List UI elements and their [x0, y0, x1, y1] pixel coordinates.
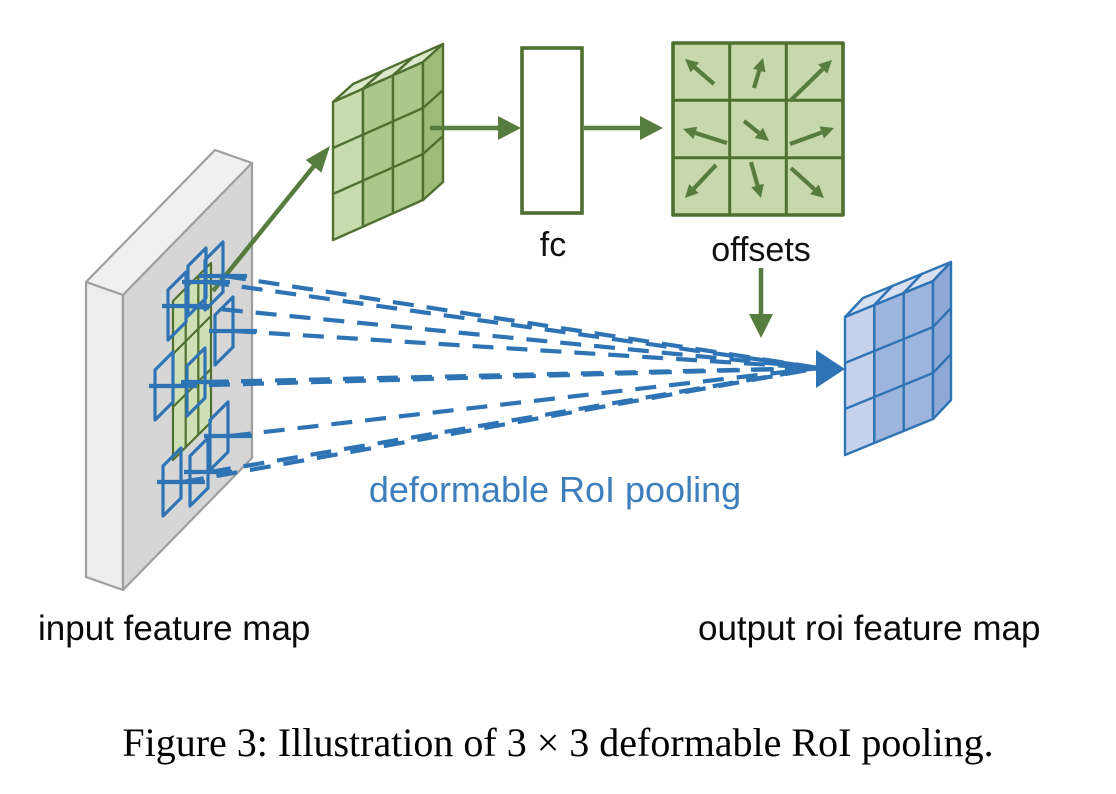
pooling-dashed-line [229, 365, 820, 439]
input-feature-map-slab [84, 148, 254, 592]
fc-to-offsets-arrow [584, 116, 663, 140]
pooling-dashed-line [187, 303, 820, 371]
offset-arrow-shaft [693, 65, 716, 86]
deformable-bin [153, 350, 175, 422]
figure-caption: Figure 3: Illustration of 3 × 3 deformab… [122, 720, 993, 765]
offset-arrow-head [810, 184, 824, 198]
deformable-roi-pooling-label: deformable RoI pooling [369, 469, 741, 510]
deformable-bin [166, 270, 188, 342]
offsets-label: offsets [711, 231, 811, 269]
offsets-down-arrow [749, 268, 773, 338]
offset-arrow-shaft [789, 166, 816, 191]
deformable-bin [185, 346, 207, 418]
offset-arrow-head [818, 60, 832, 74]
pooled-to-fc-arrow [430, 116, 521, 140]
pooled-feature-stack [331, 42, 445, 242]
offset-arrow-shaft [751, 69, 762, 89]
pooling-dashed-line [234, 328, 820, 371]
pooling-arrowhead [816, 350, 845, 388]
offset-arrow-head [753, 58, 766, 73]
offset-arrow-head [819, 126, 834, 139]
fc-label: fc [540, 226, 566, 264]
fc-box [520, 46, 584, 215]
output-roi-feature-stack [843, 260, 953, 457]
input-feature-map-label: input feature map [38, 609, 310, 648]
output-roi-feature-map-label: output roi feature map [698, 609, 1040, 648]
deformable-bin [203, 240, 225, 312]
deformable-bins [149, 240, 257, 518]
pooling-dashed-line [209, 365, 820, 475]
deformable-bin [161, 446, 183, 518]
offset-arrow-shaft [789, 130, 823, 146]
pooling-dashed-line [182, 365, 820, 485]
offset-arrow-shaft [742, 119, 761, 135]
offset-arrow-shaft [748, 161, 760, 187]
offset-arrow-shaft [788, 67, 825, 103]
roi-to-pooled-arrow [211, 146, 330, 293]
deformable-bin [188, 436, 210, 508]
offset-arrow-head [754, 127, 769, 141]
deformable-bin [213, 295, 235, 367]
pooling-dashed-line [224, 273, 820, 371]
offset-arrow-head [685, 184, 699, 198]
pooling-dashed-line [207, 279, 820, 371]
offset-arrow-head [683, 126, 698, 140]
pooling-dashed-line [206, 365, 820, 385]
pooling-dashed-lines [174, 273, 820, 485]
offset-arrow-shaft [692, 163, 718, 190]
offset-arrow-shaft [694, 130, 728, 146]
deformable-bin [208, 400, 230, 472]
offset-arrows [683, 58, 834, 198]
offset-arrow-head [751, 183, 764, 198]
offset-arrow-head [685, 59, 700, 73]
